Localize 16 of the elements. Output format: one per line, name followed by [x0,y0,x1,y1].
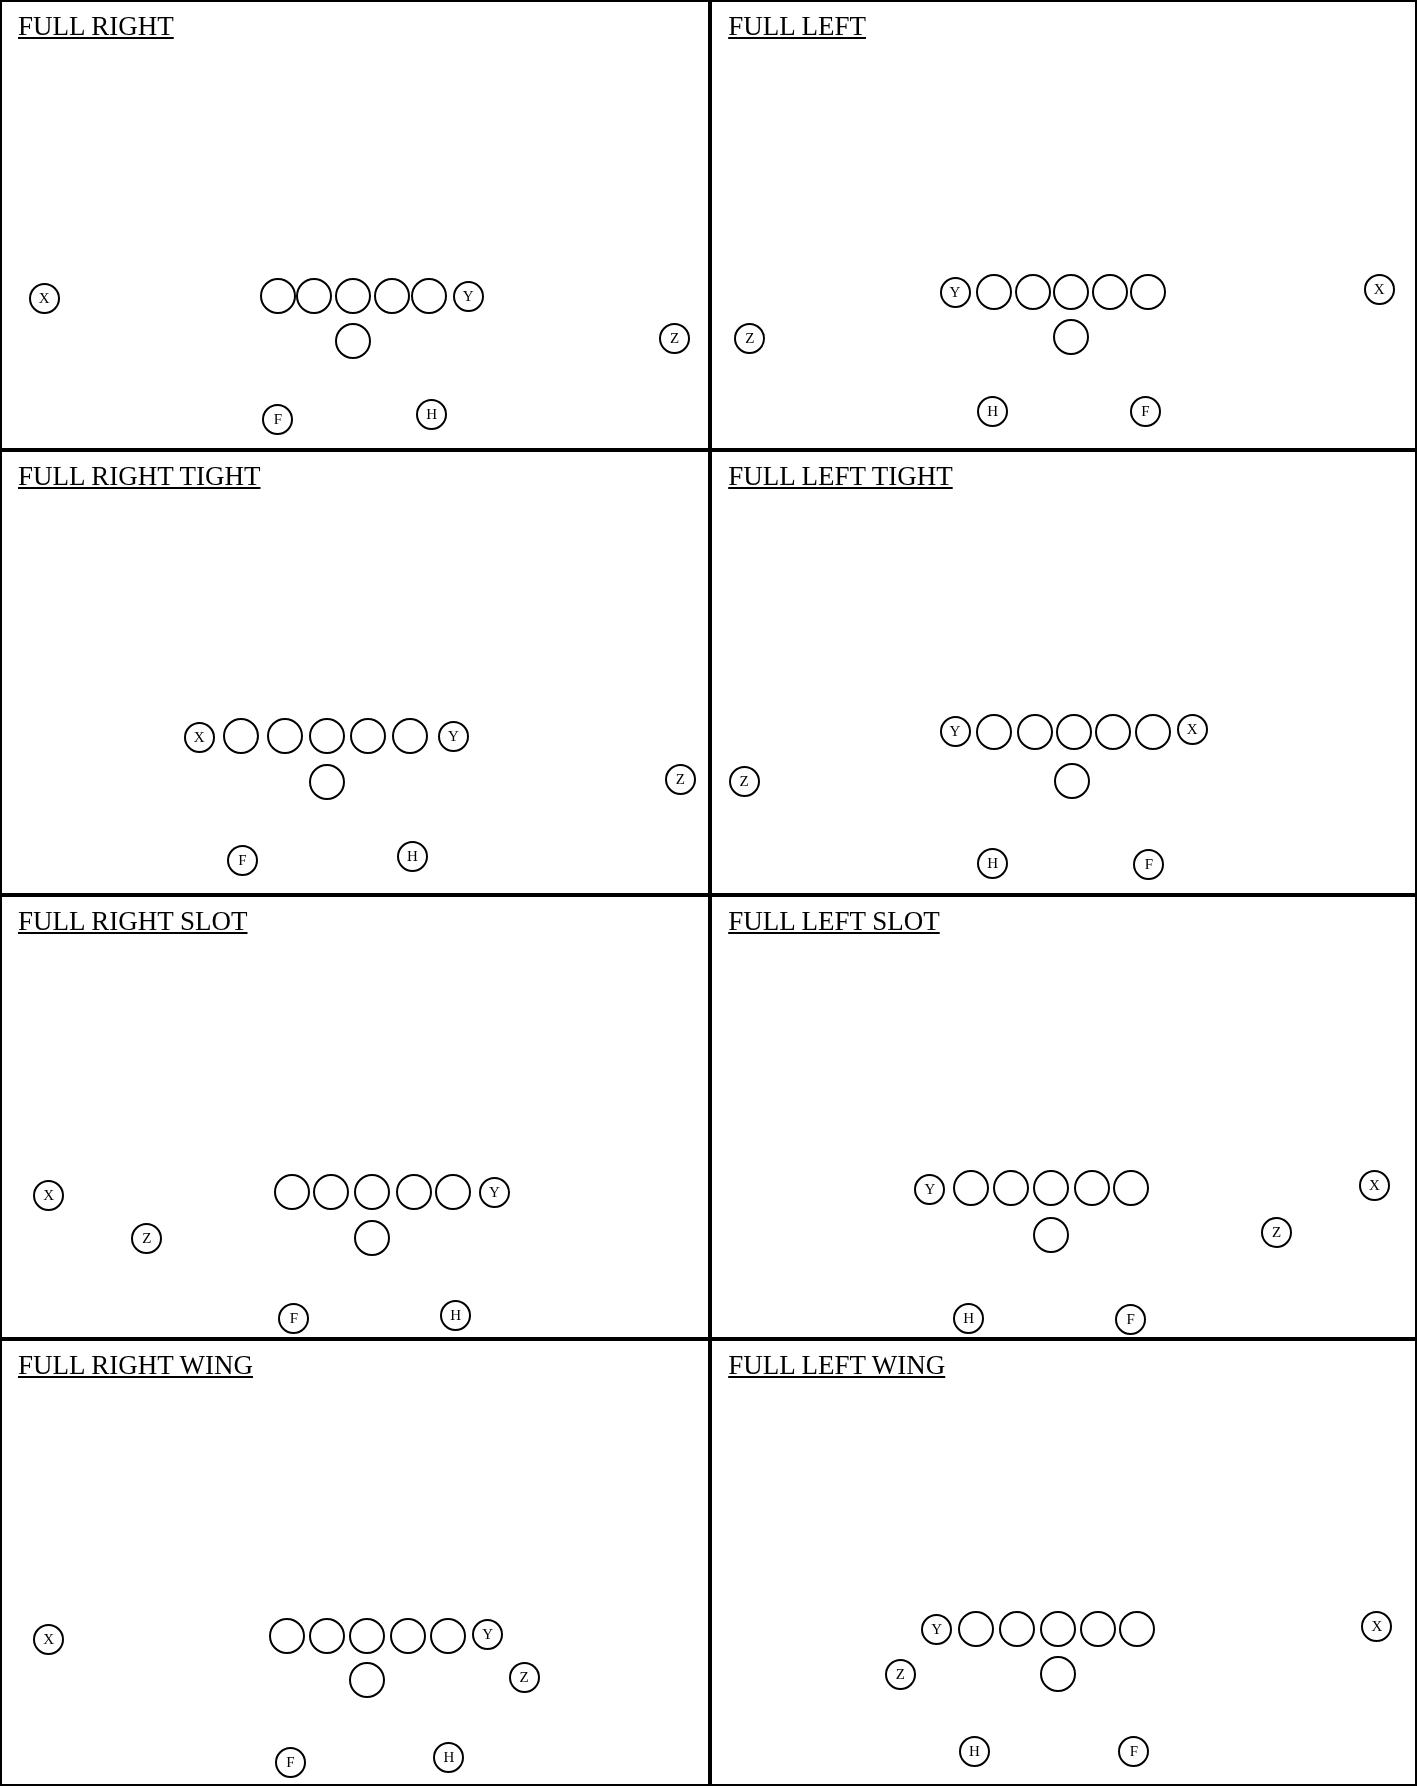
formation-title: FULL LEFT [728,10,866,43]
formation-title: FULL RIGHT WING [18,1349,253,1383]
formation-panel [710,894,1417,1340]
formation-title: FULL RIGHT SLOT [18,904,248,938]
formation-panel [0,0,711,451]
formation-title: FULL RIGHT TIGHT [18,460,261,494]
formation-panel [710,0,1417,451]
formation-title: FULL RIGHT [18,10,174,43]
formation-panel [710,1339,1417,1787]
formation-panel [710,450,1417,895]
formation-panel [0,894,711,1340]
formation-panel [0,1339,711,1787]
formation-title: FULL LEFT SLOT [728,904,940,938]
formation-panel [0,450,711,895]
formation-title: FULL LEFT WING [728,1349,946,1383]
formation-title: FULL LEFT TIGHT [728,460,953,494]
